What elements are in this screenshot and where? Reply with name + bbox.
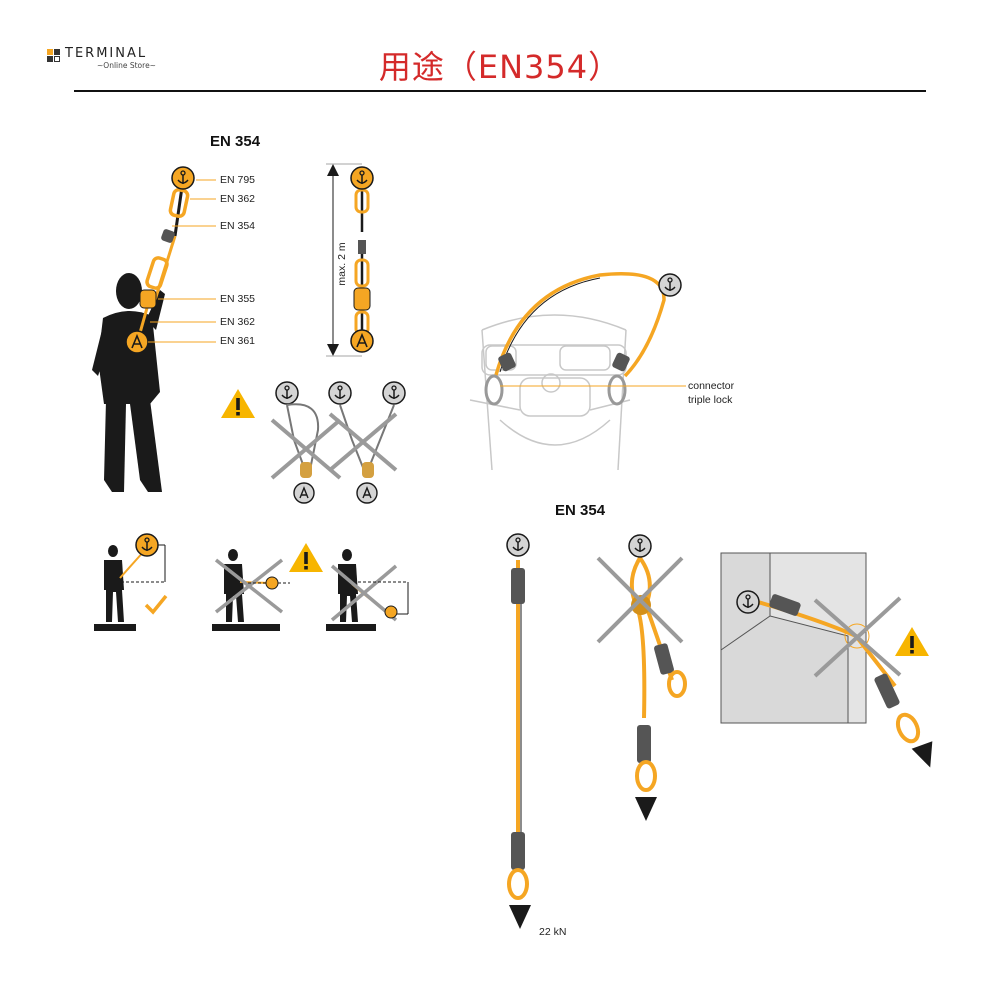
logo-wordmark: TERMINAL	[65, 46, 148, 61]
fall-factor-scene-warning	[212, 549, 290, 631]
warning-icon	[221, 389, 255, 418]
force-label: 22 kN	[539, 926, 567, 938]
anchor-icon	[628, 534, 652, 558]
dorsal-attachment-icon	[350, 329, 374, 353]
label-en361: EN 361	[220, 335, 256, 347]
callout-leader-lines	[148, 179, 216, 343]
dorsal-attachment-icon	[125, 330, 149, 354]
connector-annotation-line1: connector	[688, 380, 735, 392]
connector-annotation-line2: triple lock	[688, 394, 733, 406]
label-en362-bottom: EN 362	[220, 316, 256, 328]
anchor-icon	[171, 166, 195, 190]
anchor-icon	[506, 533, 530, 557]
anchor-icon	[350, 166, 374, 190]
anchor-icon	[135, 533, 159, 557]
label-en355: EN 355	[220, 293, 256, 305]
warning-icon	[895, 627, 929, 656]
lanyard-vertical-view	[353, 178, 371, 336]
y-lanyard-misuse-diagram	[270, 381, 406, 504]
climber-silhouette	[92, 273, 165, 492]
diagram-heading-left: EN 354	[210, 133, 261, 150]
arrow-down-icon	[635, 797, 657, 821]
anchor-icon	[658, 273, 682, 297]
arrow-down-icon	[911, 741, 933, 768]
harness-with-lanyard	[469, 272, 686, 471]
lanyard-on-climber	[136, 179, 190, 341]
anchor-icon	[384, 605, 398, 619]
label-en362-top: EN 362	[220, 193, 256, 205]
logo-mark-icon	[47, 49, 61, 63]
fall-factor-scene-ok	[94, 544, 166, 631]
store-logo[interactable]: TERMINAL ~Online Store~	[47, 46, 187, 76]
diagram-heading-right: EN 354	[555, 502, 606, 519]
title-divider	[74, 90, 926, 92]
max-length-label: max. 2 m	[336, 242, 348, 286]
page-title: 用途（EN354）	[378, 48, 622, 86]
logo-tagline: ~Online Store~	[97, 61, 156, 70]
lanyard-over-edge-incorrect	[720, 552, 921, 744]
anchor-icon	[736, 590, 760, 614]
lanyard-knotted-incorrect	[596, 556, 687, 792]
check-icon	[144, 594, 168, 615]
arrow-down-icon	[509, 905, 531, 929]
label-en795: EN 795	[220, 174, 256, 186]
label-en354: EN 354	[220, 220, 256, 232]
anchor-icon	[265, 576, 279, 590]
max-length-dimension	[326, 163, 362, 357]
fall-factor-scene-danger	[326, 549, 409, 631]
lanyard-straight-22kn	[507, 560, 529, 900]
warning-icon	[289, 543, 323, 572]
